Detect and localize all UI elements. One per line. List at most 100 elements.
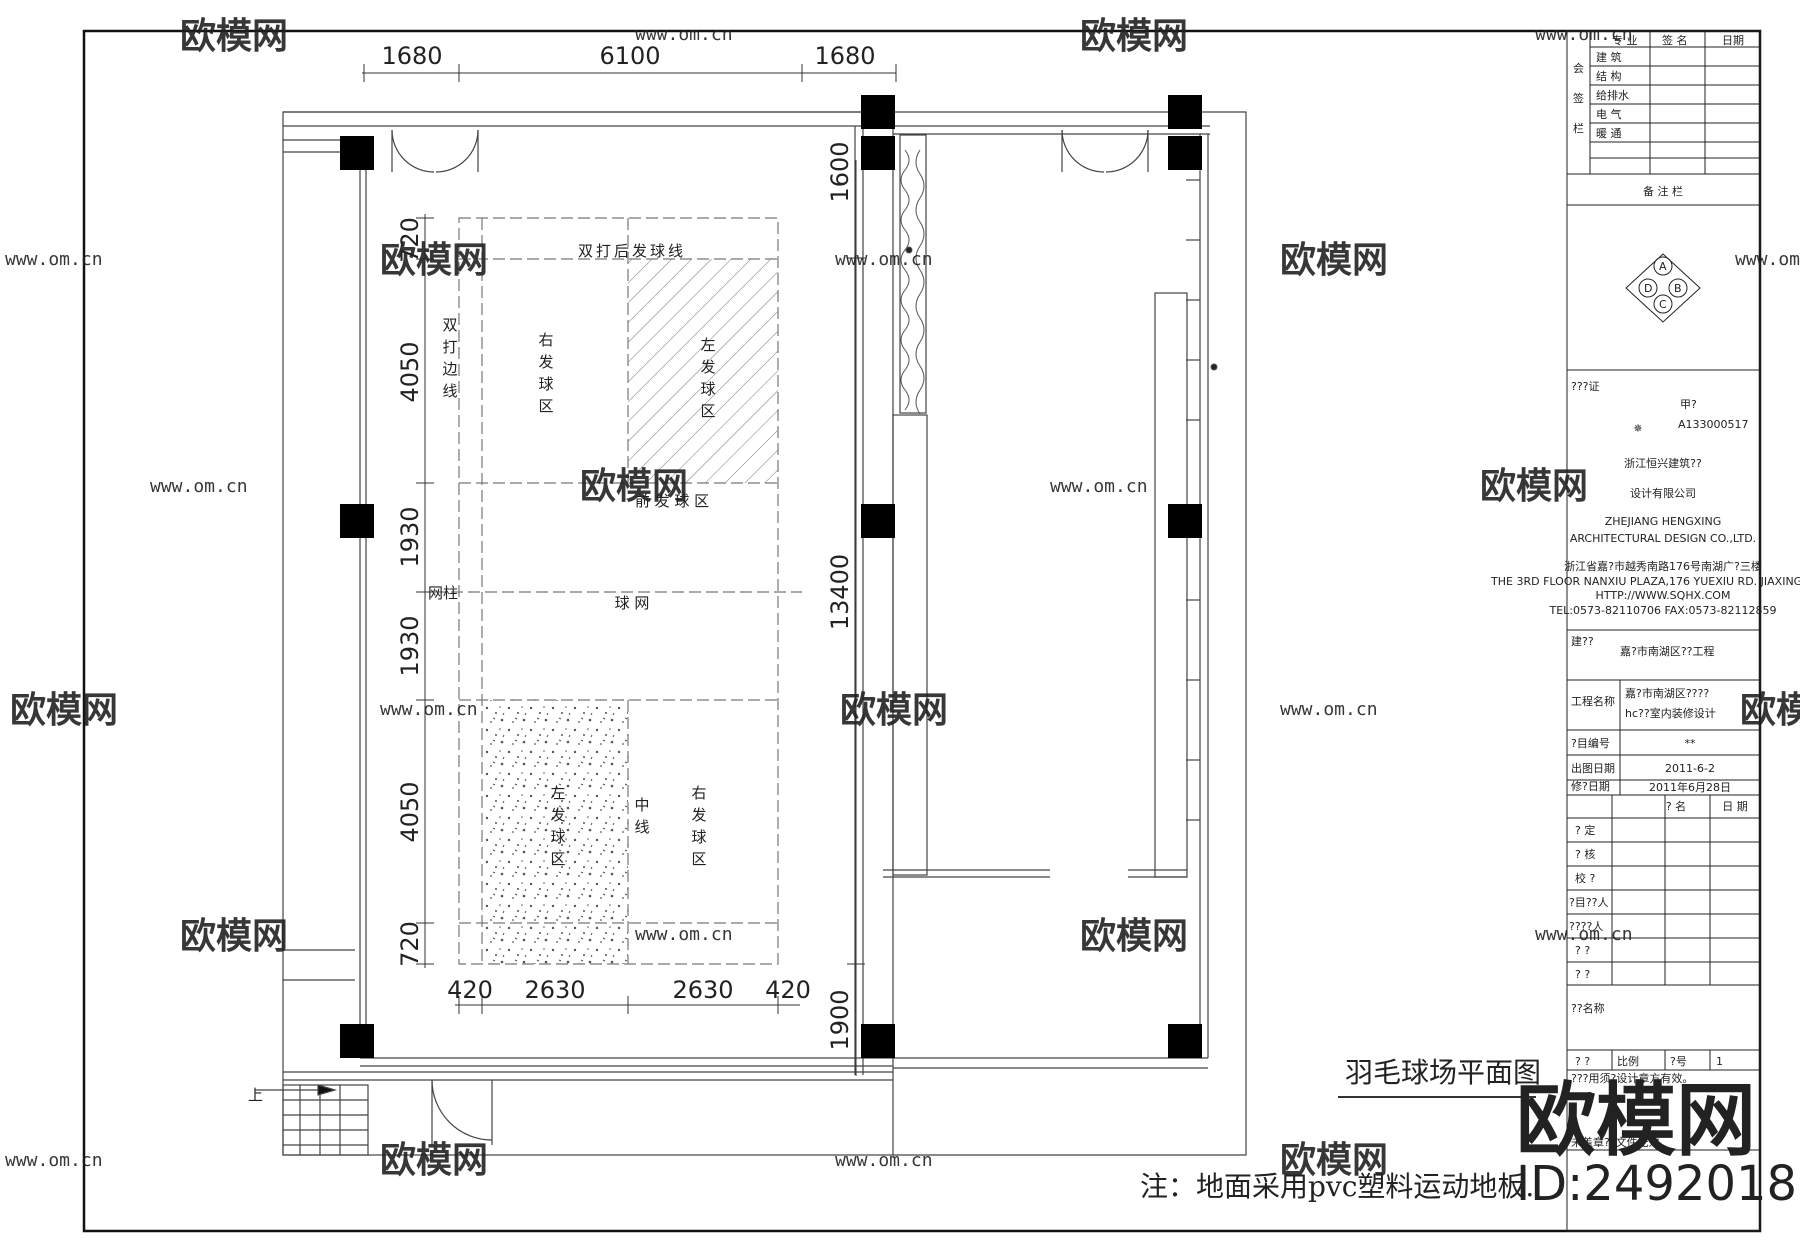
svg-text:设计有限公司: 设计有限公司	[1630, 486, 1696, 500]
svg-text:? 名: ? 名	[1666, 799, 1686, 813]
dim-left-2: 4050	[396, 341, 424, 402]
company-logo-icon: ✵	[1633, 422, 1642, 435]
svg-text:B: B	[1674, 282, 1682, 295]
svg-text:www.om.cn: www.om.cn	[1535, 924, 1633, 945]
svg-text:www.om.cn: www.om.cn	[1535, 24, 1633, 45]
svg-text:球: 球	[700, 380, 715, 398]
svg-text:hc??室内装修设计: hc??室内装修设计	[1625, 706, 1716, 720]
svg-text:右: 右	[691, 784, 706, 802]
svg-text:????人: ????人	[1569, 920, 1603, 933]
svg-text:发: 发	[550, 806, 565, 824]
svg-text:发: 发	[700, 358, 715, 376]
svg-text:ZHEJIANG HENGXING: ZHEJIANG HENGXING	[1605, 515, 1722, 528]
svg-text:www.om.cn: www.om.cn	[5, 1150, 103, 1171]
structural-columns	[340, 95, 1202, 1058]
left-service-area-dotted	[482, 700, 628, 964]
dim-left-6: 720	[396, 921, 424, 967]
svg-text:TEL:0573-82110706 FAX:0573-821: TEL:0573-82110706 FAX:0573-82112859	[1549, 604, 1777, 617]
svg-text:线: 线	[634, 818, 649, 836]
svg-text:栏: 栏	[1573, 121, 1584, 135]
dimension-lines	[362, 64, 897, 1076]
svg-text:日 期: 日 期	[1722, 800, 1748, 813]
svg-text:修?日期: 修?日期	[1571, 779, 1610, 793]
svg-text:边: 边	[442, 360, 457, 378]
svg-text:嘉?市南湖区????: 嘉?市南湖区????	[1625, 686, 1709, 700]
title-block-text: 专 业 签 名 日期 建 筑 结 构 给排水 电 气 暖 通 会 签 栏 备 注…	[1490, 33, 1800, 1149]
label-net: 球 网	[615, 594, 650, 612]
svg-text:? 定: ? 定	[1575, 823, 1595, 837]
svg-text:A133000517: A133000517	[1678, 418, 1749, 431]
label-right-service-top: 右 发 球 区	[538, 331, 553, 415]
svg-text:电 气: 电 气	[1596, 107, 1622, 121]
dimension-labels: 1680 6100 1680 720 4050 1930 1930 4050 7…	[381, 42, 875, 1051]
svg-text:建 筑: 建 筑	[1596, 50, 1622, 64]
drawing-title: 羽毛球场平面图	[1345, 1056, 1541, 1089]
svg-text:签 名: 签 名	[1662, 33, 1688, 47]
svg-text:???证: ???证	[1571, 380, 1600, 393]
label-left-service-top: 左 发 球 区	[700, 336, 715, 420]
svg-text:备 注 栏: 备 注 栏	[1643, 184, 1683, 198]
svg-text:线: 线	[442, 382, 457, 400]
svg-text:1: 1	[1716, 1055, 1723, 1068]
label-center-line: 中 线	[634, 796, 649, 836]
svg-text:D: D	[1644, 282, 1652, 295]
svg-text:C: C	[1659, 298, 1667, 311]
svg-text:www.om.cn: www.om.cn	[635, 924, 733, 945]
svg-text:打: 打	[442, 338, 457, 356]
svg-text:比例: 比例	[1617, 1054, 1639, 1068]
svg-text:嘉?市南湖区??工程: 嘉?市南湖区??工程	[1620, 644, 1715, 658]
badminton-court	[434, 217, 802, 965]
svg-text:中: 中	[634, 796, 649, 814]
svg-text:www.om.cn: www.om.cn	[5, 249, 103, 270]
svg-text:日期: 日期	[1722, 34, 1744, 47]
svg-text:欧模网: 欧模网	[1080, 16, 1188, 57]
dim-top-left: 1680	[381, 42, 442, 70]
svg-text:双: 双	[442, 316, 457, 334]
svg-text:会: 会	[1573, 62, 1584, 75]
label-right-service-bottom: 右 发 球 区	[691, 784, 706, 868]
svg-text:?目??人: ?目??人	[1569, 896, 1609, 909]
svg-text:HTTP://WWW.SQHX.COM: HTTP://WWW.SQHX.COM	[1596, 589, 1731, 602]
dim-right-1: 1600	[826, 141, 854, 202]
svg-text:发: 发	[538, 353, 553, 371]
svg-text:结 构: 结 构	[1596, 69, 1622, 83]
svg-text:THE 3RD FLOOR NANXIU PLAZA,176: THE 3RD FLOOR NANXIU PLAZA,176 YUEXIU RD…	[1490, 575, 1800, 588]
label-left-service-bottom: 左 发 球 区	[550, 784, 565, 868]
label-net-post: 网柱	[428, 584, 458, 602]
svg-text:? 核: ? 核	[1575, 847, 1595, 861]
label-stairs-up: 上	[248, 1086, 263, 1104]
dim-top-mid: 6100	[599, 42, 660, 70]
svg-text:欧模网: 欧模网	[1280, 240, 1388, 281]
svg-text:欧模网: 欧模网	[1280, 1140, 1388, 1181]
svg-text:www.om.cn: www.om.cn	[635, 24, 733, 45]
label-doubles-side-line: 双 打 边 线	[442, 316, 457, 400]
svg-text:www.om.cn: www.om.cn	[1280, 699, 1378, 720]
svg-text:ID:2492018: ID:2492018	[1516, 1156, 1797, 1212]
watermarks: 欧模网 欧模网 欧模网 欧模网 欧模网 欧模网 欧模网 欧模网 欧模网 欧模网 …	[5, 16, 1800, 1181]
svg-text:欧模网: 欧模网	[180, 916, 288, 957]
svg-text:浙江恒兴建筑??: 浙江恒兴建筑??	[1624, 456, 1702, 470]
svg-text:区: 区	[538, 397, 553, 415]
dim-bottom-3: 2630	[672, 976, 733, 1004]
dim-bottom-4: 420	[765, 976, 811, 1004]
svg-text:? ?: ? ?	[1575, 944, 1590, 957]
court-labels: 双打后发球线 双 打 边 线 右 发 球 区 左 发 球 区 前 发 球 区 网…	[248, 242, 716, 1104]
dim-left-5: 4050	[396, 781, 424, 842]
svg-text:专 业: 专 业	[1612, 33, 1638, 47]
svg-text:2011-6-2: 2011-6-2	[1665, 762, 1715, 775]
svg-text:欧模网: 欧模网	[1516, 1074, 1756, 1167]
title-block	[1566, 30, 1761, 1232]
svg-text:球: 球	[538, 375, 553, 393]
left-service-area-hatched	[628, 259, 778, 483]
dim-bottom-1: 420	[447, 976, 493, 1004]
svg-text:A: A	[1659, 260, 1667, 273]
svg-text:区: 区	[700, 402, 715, 420]
floor-note: 注：地面采用pvc塑料运动地板.	[1140, 1170, 1534, 1203]
svg-text:浙江省嘉?市越秀南路176号南湖广?三楼: 浙江省嘉?市越秀南路176号南湖广?三楼	[1564, 559, 1762, 573]
dim-right-3: 1900	[826, 989, 854, 1050]
building-walls	[255, 111, 1247, 1156]
svg-text:欧模网: 欧模网	[580, 466, 688, 507]
dim-top-right: 1680	[814, 42, 875, 70]
dim-left-4: 1930	[396, 615, 424, 676]
